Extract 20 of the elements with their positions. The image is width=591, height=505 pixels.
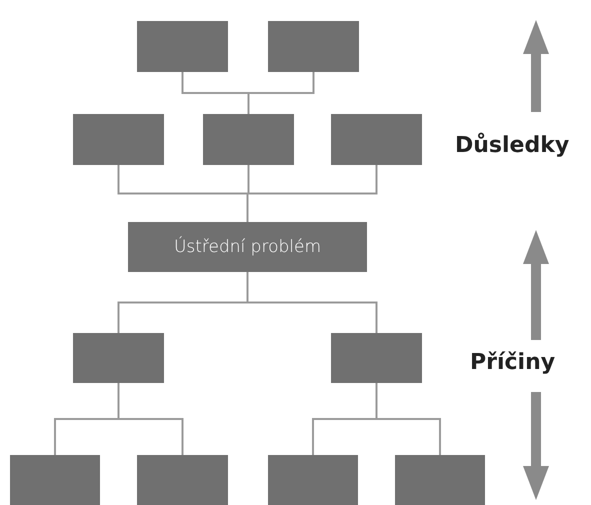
- empty-box: [10, 455, 100, 505]
- connector-line: [118, 383, 184, 455]
- empty-box: [268, 455, 358, 505]
- empty-box: [137, 455, 228, 505]
- node-label: Ústřední problém: [174, 237, 322, 257]
- empty-box: [203, 114, 294, 165]
- empty-box: [331, 333, 422, 383]
- empty-box: [137, 21, 228, 72]
- empty-box: [395, 455, 485, 505]
- connector-line: [376, 383, 441, 455]
- connector-line: [248, 72, 314, 114]
- empty-box: [331, 114, 422, 165]
- empty-box: [73, 114, 164, 165]
- empty-box: [268, 21, 359, 72]
- side-label: Příčiny: [470, 350, 556, 375]
- connector-line: [246, 272, 378, 333]
- empty-box: [73, 333, 164, 383]
- connector-line: [246, 165, 378, 222]
- problem-box: [128, 222, 367, 272]
- side-label: Důsledky: [455, 133, 570, 158]
